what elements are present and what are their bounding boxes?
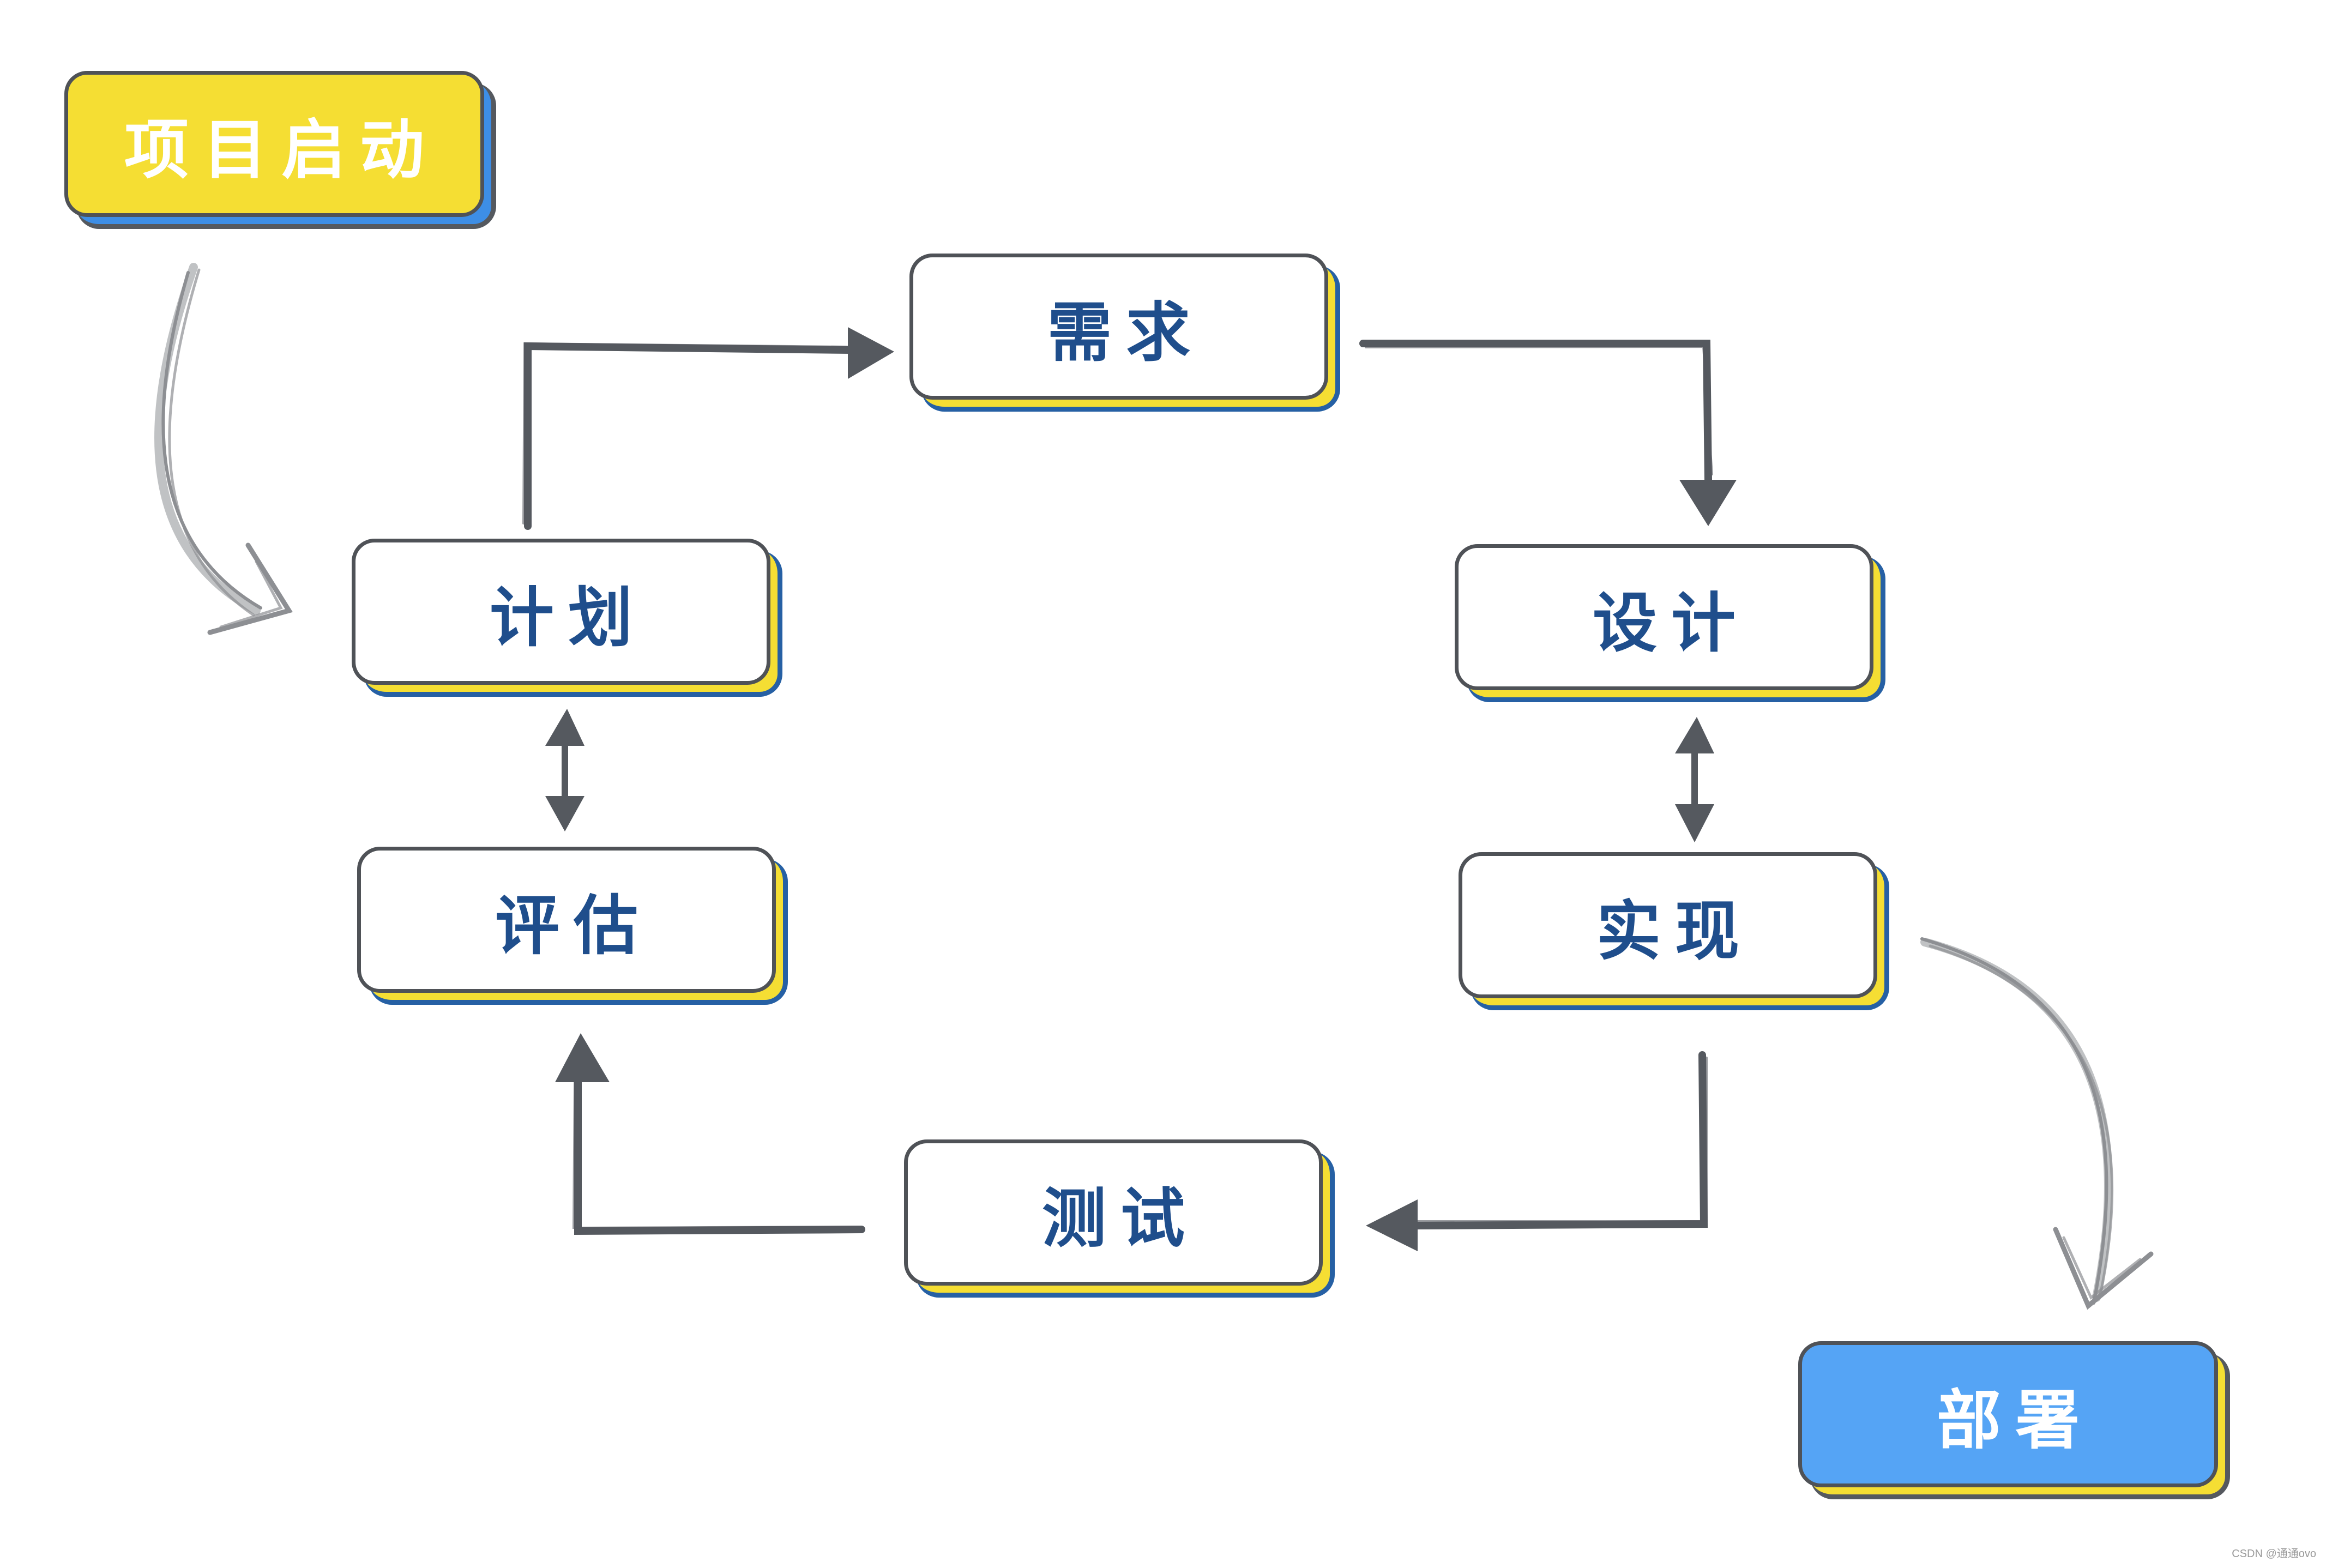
node-label-deploy: 部署	[1936, 1382, 2094, 1458]
arrow-design-implement	[1675, 717, 1714, 842]
node-label-project-start: 项目启动	[124, 112, 438, 188]
arrow-plan-evaluate	[545, 709, 584, 831]
node-test: 测试	[904, 1139, 1335, 1298]
node-evaluate: 评估	[357, 847, 788, 1005]
arrow-test-to-evaluate	[555, 1033, 865, 1235]
node-implement: 实现	[1459, 852, 1889, 1010]
node-label-implement: 实现	[1596, 893, 1753, 969]
node-label-plan: 计划	[489, 580, 647, 655]
node-face: 评估	[357, 847, 776, 993]
node-label-requirement: 需求	[1047, 294, 1204, 370]
arrow-implement-to-test	[1366, 1051, 1708, 1251]
node-face: 部署	[1798, 1341, 2218, 1487]
node-face: 实现	[1459, 852, 1877, 998]
node-project-start: 项目启动	[64, 71, 496, 229]
arrow-requirement-to-design	[1359, 340, 1737, 526]
node-plan: 计划	[352, 539, 782, 697]
node-design: 设计	[1455, 544, 1885, 702]
arrow-start-to-plan	[154, 263, 293, 635]
node-face: 项目启动	[64, 71, 484, 217]
node-face: 需求	[909, 254, 1328, 400]
watermark: CSDN @通通ovo	[2232, 1548, 2316, 1560]
node-face: 计划	[352, 539, 770, 685]
arrow-implement-to-deploy	[1920, 937, 2154, 1310]
node-label-evaluate: 评估	[495, 888, 652, 963]
arrow-plan-to-requirement	[522, 327, 894, 530]
node-label-design: 设计	[1592, 585, 1750, 661]
node-face: 设计	[1455, 544, 1873, 690]
node-deploy: 部署	[1798, 1341, 2230, 1499]
node-requirement: 需求	[909, 254, 1340, 412]
node-label-test: 测试	[1041, 1180, 1199, 1256]
node-face: 测试	[904, 1139, 1323, 1286]
